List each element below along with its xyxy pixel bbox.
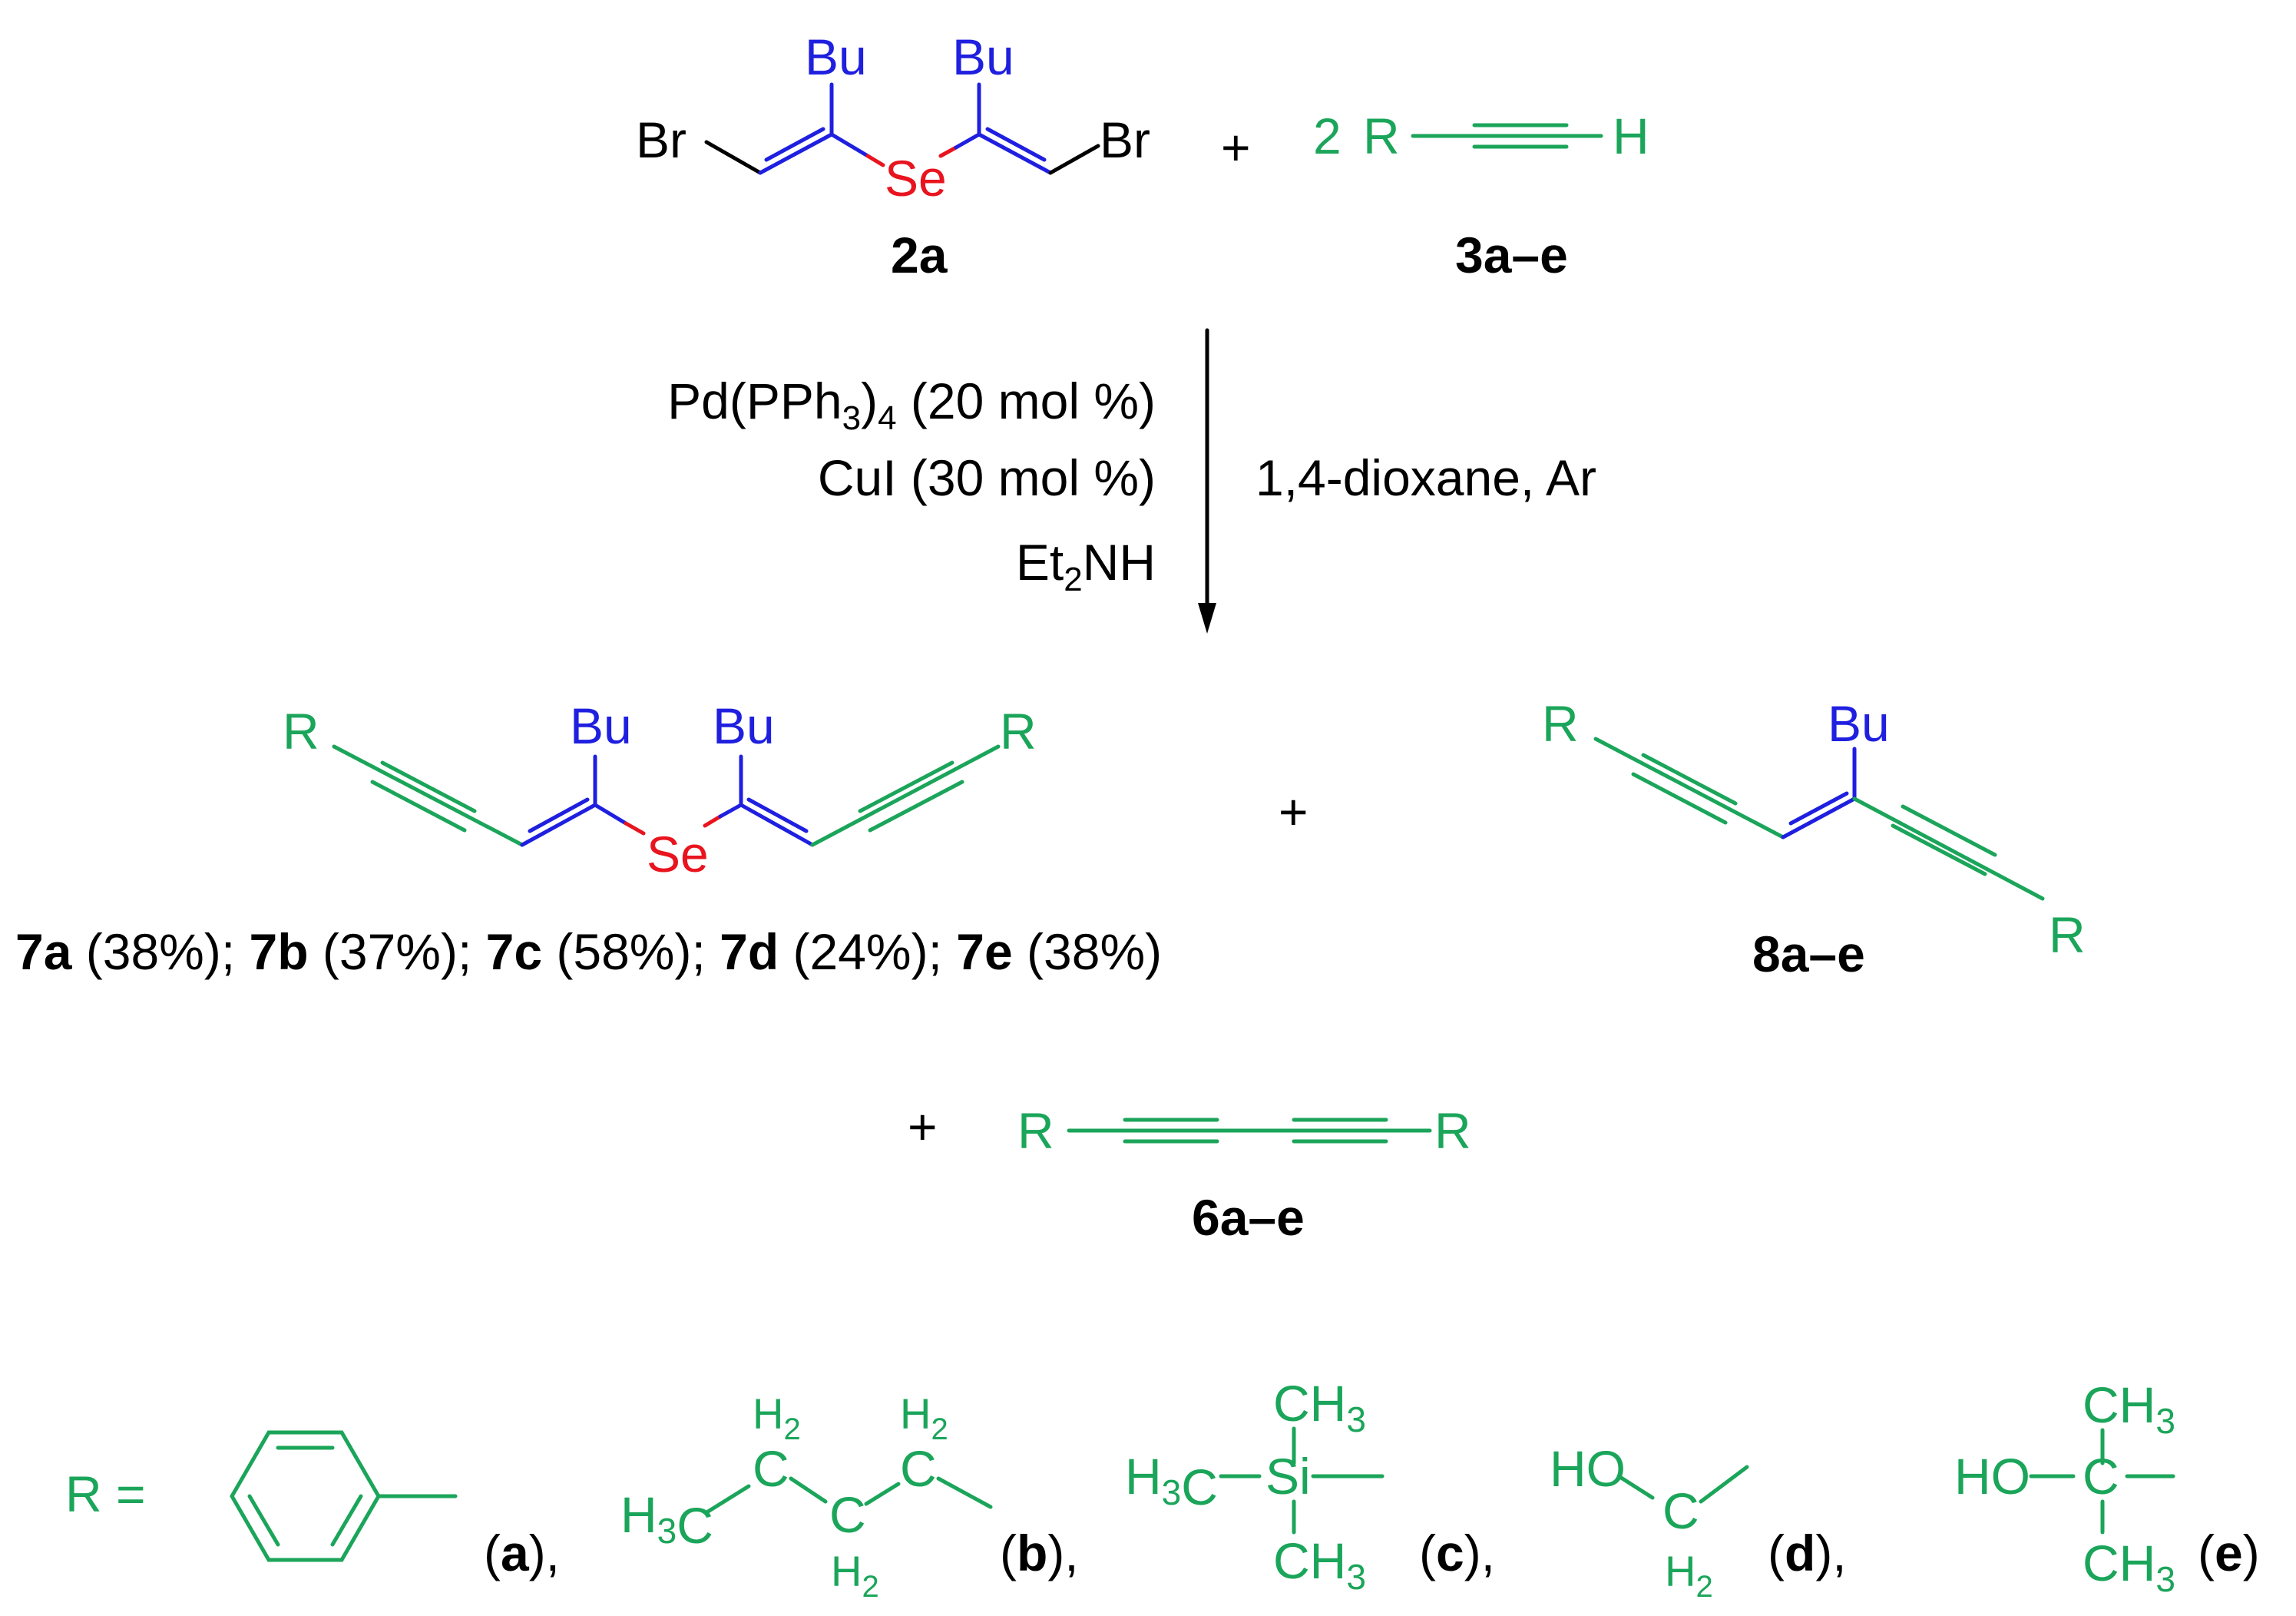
br-left-bond	[704, 140, 763, 175]
h-label: H	[1613, 108, 1649, 164]
vinyl-double-bond-right	[739, 803, 815, 847]
triple-bond-top	[1593, 737, 1785, 839]
bu-left-label: Bu	[805, 28, 867, 85]
r-right-label: R	[1434, 1102, 1471, 1159]
r-group-label-a: (a),	[484, 1525, 560, 1581]
r-group-label-d: (d),	[1768, 1525, 1847, 1581]
r-left-label: R	[1017, 1102, 1054, 1159]
r-group-label-b: (b),	[1000, 1525, 1079, 1581]
carbon-1: C	[753, 1440, 789, 1497]
benzene-ring	[230, 1430, 381, 1562]
triple-bond-left	[332, 744, 524, 847]
condition-base: Et2NH	[1016, 534, 1156, 598]
r-group-c-tms: CH3 H3C Si CH3 (c),	[1125, 1375, 1495, 1597]
r-group-b-butyl: H3C C H2 C H2 C H2 (b),	[620, 1389, 1079, 1604]
silicon-label: Si	[1265, 1448, 1311, 1505]
ho-label: HO	[1550, 1440, 1626, 1497]
bu-label: Bu	[1828, 695, 1890, 752]
bu-left-label: Bu	[570, 697, 632, 754]
plus-sign-diyne: +	[908, 1098, 938, 1155]
r-group-e-hydroxyisopropyl: CH3 HO C CH3 (e)	[1954, 1376, 2260, 1599]
carbon-2: C	[829, 1486, 866, 1543]
r-label: R	[1363, 108, 1400, 164]
r-right-label: R	[1000, 703, 1037, 760]
compound-label-6: 6a–e	[1192, 1189, 1305, 1246]
triple-bond-right	[810, 744, 1001, 847]
coefficient-label: 2	[1313, 108, 1342, 164]
yields-line: 7a (38%); 7b (37%); 7c (58%); 7d (24%); …	[15, 923, 1162, 980]
se-label: Se	[885, 150, 947, 207]
reactant-2a-structure: Br Bu Bu Se Br 2a	[636, 28, 1150, 283]
h2-label-top-1: H2	[753, 1389, 801, 1446]
attachment-bond	[936, 1476, 993, 1509]
product-8-structure: R Bu R 8a–e	[1542, 695, 2086, 982]
h3c-label: H3C	[1125, 1448, 1218, 1515]
r-left-label: R	[283, 703, 319, 760]
compound-label-3: 3a–e	[1455, 227, 1568, 283]
plus-sign-products: +	[1279, 783, 1308, 840]
ch3-bottom-label: CH3	[1273, 1532, 1366, 1597]
r-group-label-c: (c),	[1419, 1525, 1495, 1581]
reaction-arrow	[1198, 328, 1216, 634]
vinyl-double-bond	[1781, 796, 1857, 839]
compound-label-2a: 2a	[891, 227, 948, 283]
carbon-label: C	[1662, 1482, 1699, 1539]
se-bond-right	[938, 145, 958, 158]
product-7-yields: 7a (38%); 7b (37%); 7c (58%); 7d (24%); …	[15, 923, 1162, 980]
h3c-label: H3C	[620, 1486, 713, 1554]
triple-bond-bottom	[1852, 796, 2045, 901]
r-top-label: R	[1542, 695, 1579, 752]
br-right-label: Br	[1100, 111, 1150, 168]
reactant-3-alkyne: 2 R H 3a–e	[1313, 108, 1649, 283]
br-left-label: Br	[636, 111, 686, 168]
ch3-top-label: CH3	[1273, 1375, 1366, 1439]
r-bottom-label: R	[2049, 906, 2086, 963]
vinyl-double-bond-right	[977, 132, 1053, 175]
h2-label-bottom: H2	[831, 1547, 879, 1604]
ch3-bottom-label: CH3	[2083, 1535, 2175, 1599]
compound-label-8: 8a–e	[1752, 926, 1865, 982]
condition-solvent: 1,4-dioxane, Ar	[1256, 449, 1596, 506]
carbon-3: C	[900, 1440, 937, 1497]
ho-label: HO	[1954, 1448, 2030, 1505]
product-7-structure: R Bu Bu Se R	[283, 697, 1037, 883]
bu-right-label: Bu	[952, 28, 1014, 85]
condition-cocatalyst: CuI (30 mol %)	[818, 449, 1156, 506]
product-6-structure: R R 6a–e	[1017, 1102, 1471, 1246]
vinyl-double-bond-left	[520, 803, 597, 847]
reaction-conditions: Pd(PPh3)4 (20 mol %) CuI (30 mol %) Et2N…	[667, 373, 1596, 598]
attachment-bond	[1699, 1465, 1749, 1504]
h2-label: H2	[1665, 1547, 1713, 1604]
vinyl-double-bond-left	[758, 132, 834, 175]
r-group-d-hydroxymethyl: HO C H2 (d),	[1550, 1440, 1847, 1604]
h2-label-top-2: H2	[900, 1389, 948, 1446]
se-label: Se	[647, 826, 709, 883]
r-definition-prefix: R =	[65, 1465, 146, 1522]
r-group-label-e: (e)	[2198, 1525, 2260, 1581]
plus-sign: +	[1221, 119, 1251, 176]
r-group-a-phenyl: (a),	[230, 1430, 560, 1581]
carbon-label: C	[2083, 1448, 2119, 1505]
br-right-bond	[1048, 144, 1100, 175]
se-bond-left	[865, 154, 885, 167]
arrowhead	[1198, 603, 1216, 634]
bu-right-label: Bu	[713, 697, 775, 754]
condition-catalyst: Pd(PPh3)4 (20 mol %)	[667, 373, 1156, 437]
ch3-top-label: CH3	[2083, 1376, 2175, 1441]
